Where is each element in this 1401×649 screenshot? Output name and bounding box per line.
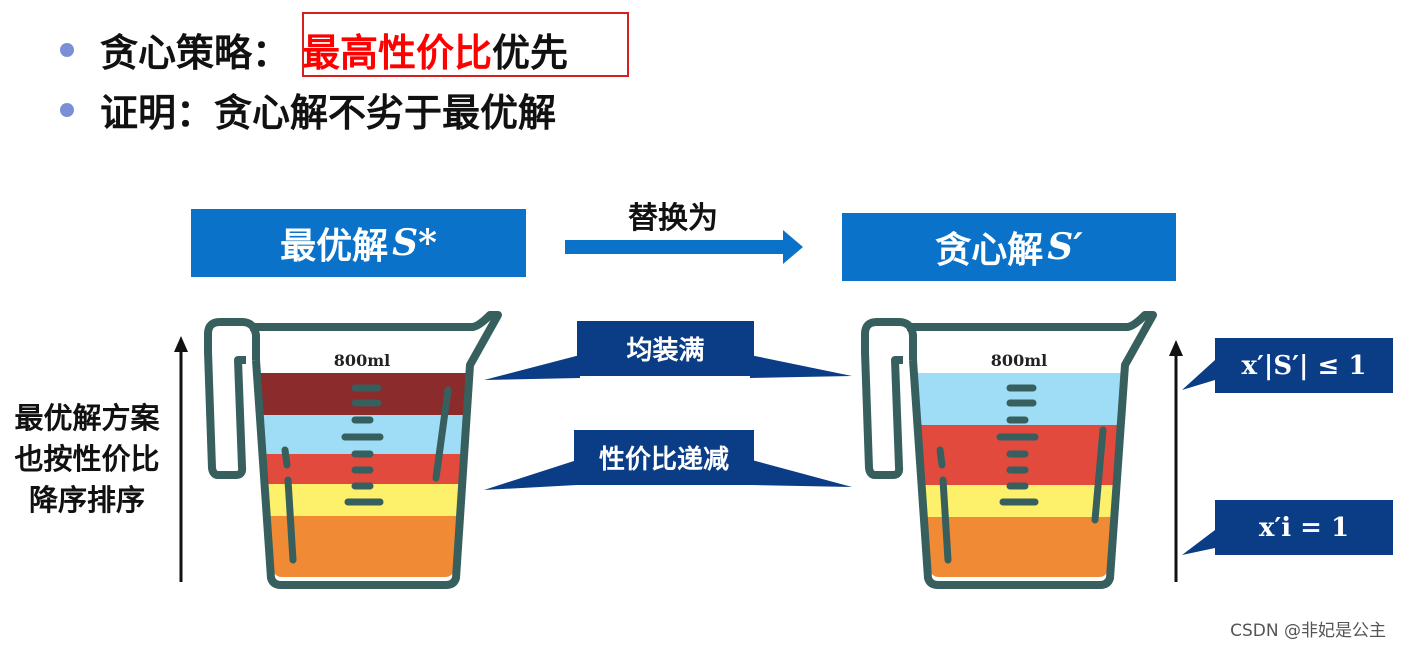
- callout-decreasing: 性价比递减: [574, 430, 754, 485]
- layer-dark-red: [260, 373, 467, 415]
- layer-orange: [260, 516, 467, 577]
- optimal-solution-label: 最优解: [280, 226, 389, 267]
- bullet-1-prefix: 贪心策略：: [100, 31, 291, 75]
- callout-full: 均装满: [577, 321, 754, 376]
- replace-arrow-icon: [565, 230, 803, 264]
- bullet-2-text: 证明：贪心解不劣于最优解: [100, 91, 557, 135]
- replace-arrow-label: 替换为: [628, 201, 718, 236]
- up-arrow-left-icon: [174, 336, 188, 582]
- up-arrow-right-icon: [1169, 340, 1183, 582]
- greedy-solution-box: 贪心解 S′: [842, 213, 1176, 281]
- greedy-cup: 800ml: [861, 311, 1157, 589]
- highlight-frame: [302, 12, 629, 77]
- bullet-dot-icon: [60, 42, 74, 57]
- measure-label-left: 800ml: [334, 351, 390, 370]
- formula-partial-item: x′|S′| ≤ 1: [1215, 338, 1393, 393]
- formula-full-item: x′i = 1: [1215, 500, 1393, 555]
- left-label-line-2: 也按性价比: [14, 442, 160, 476]
- bullet-greedy-strategy: 贪心策略： 最高性价比 优先: [60, 22, 568, 77]
- bullet-proof: 证明：贪心解不劣于最优解: [60, 82, 556, 137]
- optimal-solution-symbol: S*: [392, 222, 437, 264]
- callout-pointers: [484, 355, 1215, 555]
- measure-label-right: 800ml: [991, 351, 1047, 370]
- bullet-1-suffix: 优先: [492, 31, 569, 75]
- bullet-dot-icon: [60, 102, 74, 117]
- optimal-cup: 800ml: [204, 311, 502, 589]
- bullet-1-highlight: 最高性价比: [302, 31, 493, 75]
- greedy-solution-symbol: S′: [1047, 226, 1083, 268]
- left-label-line-3: 降序排序: [28, 483, 145, 517]
- left-side-label: 最优解方案 也按性价比 降序排序: [2, 398, 172, 521]
- layer-orange: [917, 517, 1121, 577]
- optimal-solution-box: 最优解 S*: [191, 209, 526, 277]
- left-label-line-1: 最优解方案: [14, 401, 160, 435]
- watermark-credit: CSDN @非妃是公主: [1230, 621, 1386, 641]
- layer-light-blue: [917, 373, 1121, 425]
- greedy-solution-label: 贪心解: [935, 230, 1044, 271]
